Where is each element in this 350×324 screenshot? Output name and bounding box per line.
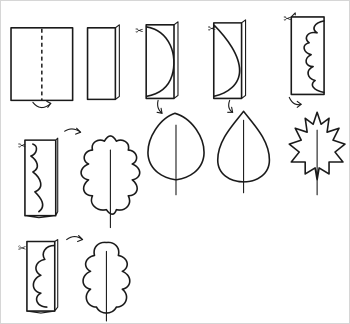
folded-paper bbox=[88, 25, 120, 100]
scissors-icon: ✂ bbox=[135, 26, 143, 37]
scissors-icon: ✂ bbox=[283, 14, 291, 25]
pointed-leaf-shape bbox=[218, 111, 270, 192]
rounded-lobe-leaf-shape bbox=[83, 242, 130, 321]
folded-paper-maple-template: ✂ bbox=[283, 13, 324, 94]
oval-leaf-shape bbox=[148, 113, 204, 194]
unfolded-paper-sheet bbox=[11, 28, 73, 101]
arrow-right-icon bbox=[67, 236, 83, 242]
arrow-down-icon bbox=[289, 97, 301, 107]
scissors-icon: ✂ bbox=[18, 243, 26, 254]
folded-paper-pointed-template: ✂ bbox=[208, 20, 246, 99]
folded-paper-oval-template: ✂ bbox=[135, 22, 178, 99]
arrow-down-icon bbox=[228, 100, 233, 112]
folded-paper-oak-template: ✂ bbox=[18, 138, 58, 218]
folded-paper-rounded-lobe-template: ✂ bbox=[18, 240, 58, 314]
fold-arrow-icon bbox=[33, 101, 51, 107]
oak-leaf-shape bbox=[81, 136, 140, 228]
arrow-right-icon bbox=[65, 128, 81, 134]
arrow-down-icon bbox=[157, 100, 162, 113]
maple-leaf-shape bbox=[289, 112, 345, 194]
